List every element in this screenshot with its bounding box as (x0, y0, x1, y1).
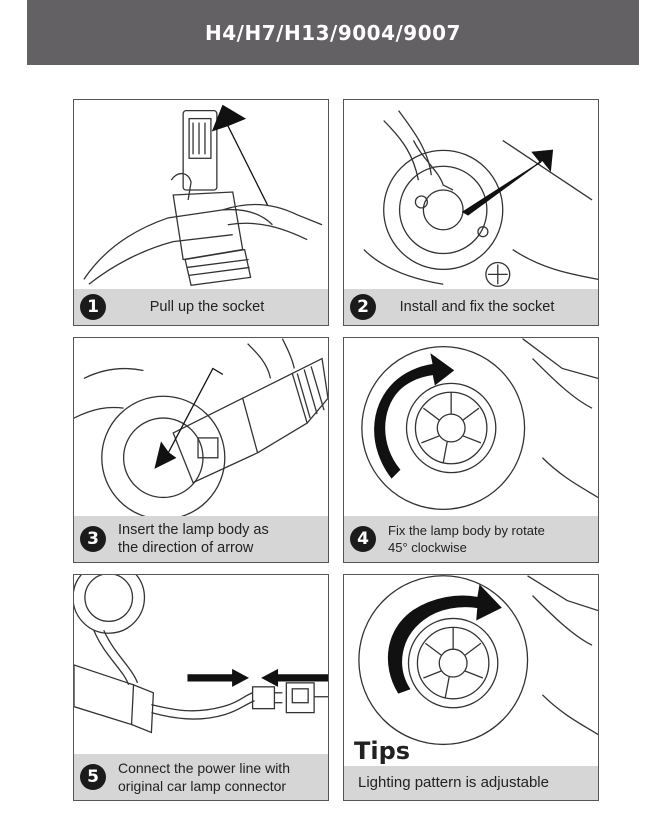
step-5-caption: 5 Connect the power line with original c… (74, 754, 328, 800)
step-3-line-2: the direction of arrow (118, 540, 254, 556)
step-2-caption: 2 Install and fix the socket (344, 289, 598, 325)
step-5-line-1: Connect the power line with (118, 760, 290, 776)
step-1-illustration (83, 104, 323, 287)
step-5-text: Connect the power line with original car… (118, 759, 290, 795)
step-3-text: Insert the lamp body as the direction of… (118, 521, 269, 557)
step-3-line-1: Insert the lamp body as (118, 522, 269, 538)
step-2-panel: 2 Install and fix the socket (343, 99, 599, 326)
step-2-illustration (363, 110, 598, 287)
step-5-line-2: original car lamp connector (118, 778, 287, 794)
step-1-caption: 1 Pull up the socket (74, 289, 328, 325)
step-4-line-2: 45° clockwise (388, 540, 467, 555)
step-5-illustration (74, 575, 328, 734)
tips-illustration (358, 575, 598, 746)
step-5-panel: 5 Connect the power line with original c… (73, 574, 329, 801)
header-title: H4/H7/H13/9004/9007 (205, 20, 461, 45)
page-header: H4/H7/H13/9004/9007 (27, 0, 639, 65)
step-2-number: 2 (350, 294, 376, 320)
step-3-caption: 3 Insert the lamp body as the direction … (74, 516, 328, 562)
step-3-number: 3 (80, 526, 106, 552)
tips-title: Tips (354, 737, 411, 765)
step-1-panel: 1 Pull up the socket (73, 99, 329, 326)
tips-caption: Lighting pattern is adjustable (344, 766, 598, 800)
step-3-illustration (74, 338, 328, 518)
tips-text: Lighting pattern is adjustable (358, 774, 549, 791)
step-4-number: 4 (350, 526, 376, 552)
tips-panel: Tips Lighting pattern is adjustable (343, 574, 599, 801)
step-4-illustration (361, 338, 598, 511)
step-3-panel: 3 Insert the lamp body as the direction … (73, 337, 329, 563)
step-5-number: 5 (80, 764, 106, 790)
step-4-line-1: Fix the lamp body by rotate (388, 523, 545, 538)
step-2-text: Install and fix the socket (399, 299, 555, 315)
step-4-text: Fix the lamp body by rotate 45° clockwis… (388, 522, 545, 556)
step-4-caption: 4 Fix the lamp body by rotate 45° clockw… (344, 516, 598, 562)
step-4-panel: 4 Fix the lamp body by rotate 45° clockw… (343, 337, 599, 563)
step-1-text: Pull up the socket (149, 299, 265, 315)
step-1-number: 1 (80, 294, 106, 320)
